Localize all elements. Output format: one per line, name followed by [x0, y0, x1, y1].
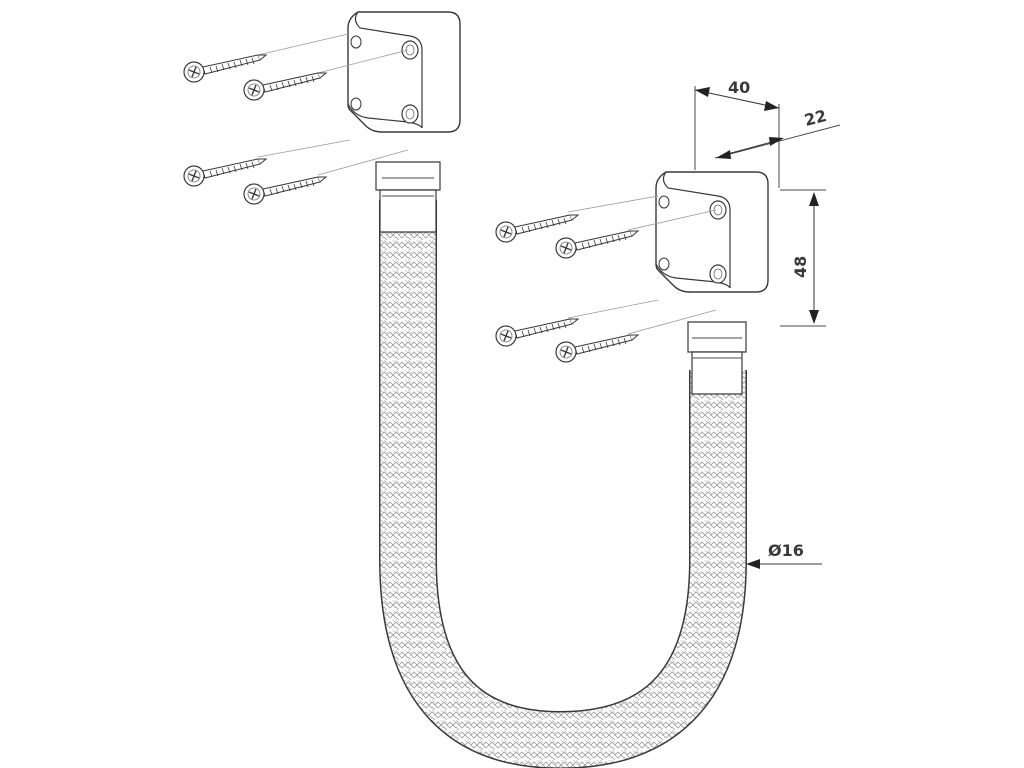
- left-housing: [347, 11, 461, 133]
- dimension-height: 48: [780, 189, 826, 327]
- dimension-width-label: 40: [728, 78, 750, 97]
- dimension-depth-label: 22: [802, 106, 828, 130]
- left-ferrule: [375, 161, 441, 233]
- right-housing: [655, 171, 769, 293]
- right-screws: [495, 195, 717, 363]
- left-screws: [183, 33, 409, 205]
- dimension-depth: 22: [714, 106, 841, 159]
- dimension-diameter: Ø16: [746, 541, 822, 569]
- dimension-diameter-label: Ø16: [768, 541, 804, 560]
- right-ferrule: [687, 321, 747, 395]
- braided-cable: [379, 200, 747, 768]
- dimension-height-label: 48: [791, 256, 810, 278]
- dimension-width: 40: [694, 78, 780, 188]
